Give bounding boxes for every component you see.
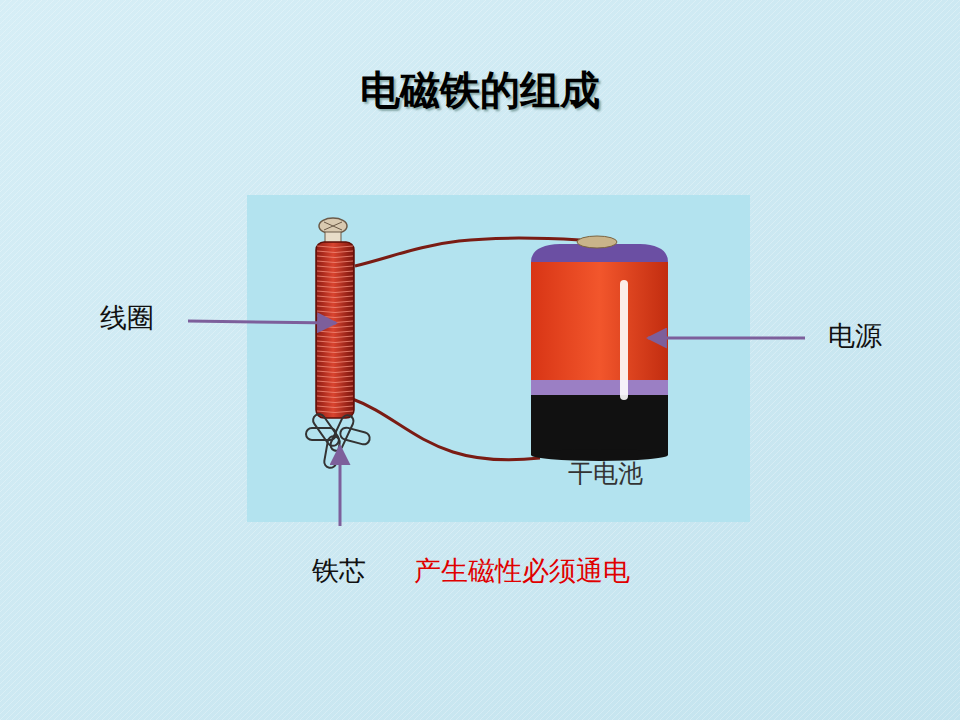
- coil-winding: [317, 296, 353, 298]
- coil-winding: [317, 286, 353, 288]
- coil-winding: [317, 316, 353, 318]
- coil-winding: [317, 271, 353, 273]
- coil-winding: [317, 276, 353, 278]
- part-label: 线圈: [100, 302, 154, 334]
- part-label: 铁芯: [312, 555, 366, 587]
- battery-body: [531, 262, 668, 380]
- note-text: 产生磁性必须通电: [414, 555, 630, 587]
- coil-winding: [317, 351, 353, 353]
- coil-winding: [317, 281, 353, 283]
- battery-terminal: [577, 236, 617, 248]
- leader-arrow: [648, 337, 805, 340]
- coil-winding: [317, 266, 353, 268]
- leader-arrow: [188, 321, 336, 323]
- battery-bottom: [531, 395, 668, 455]
- coil-winding: [317, 246, 353, 248]
- nail-head-mark: [324, 222, 342, 230]
- leader-arrow: [339, 446, 342, 526]
- coil: [316, 242, 354, 418]
- title: 电磁铁的组成: [0, 66, 960, 114]
- coil-winding: [317, 376, 353, 378]
- coil-winding: [317, 381, 353, 383]
- coil-winding: [317, 391, 353, 393]
- coil-winding: [317, 331, 353, 333]
- coil-winding: [317, 356, 353, 358]
- coil-winding: [317, 401, 353, 403]
- coil-winding: [317, 386, 353, 388]
- coil-winding: [317, 346, 353, 348]
- coil-winding: [317, 261, 353, 263]
- coil-winding: [317, 326, 353, 328]
- battery-label: 干电池: [568, 459, 643, 489]
- coil-winding: [317, 396, 353, 398]
- coil-winding: [317, 251, 353, 253]
- part-label: 电源: [828, 320, 882, 352]
- coil-winding: [317, 311, 353, 313]
- coil-winding: [317, 341, 353, 343]
- coil-windings: [317, 246, 353, 413]
- coil-winding: [317, 361, 353, 363]
- coil-winding: [317, 336, 353, 338]
- illustration-panel: [247, 195, 750, 522]
- coil-winding: [317, 291, 353, 293]
- coil-winding: [317, 406, 353, 408]
- coil-winding: [317, 366, 353, 368]
- battery-band: [531, 380, 668, 395]
- coil-winding: [317, 256, 353, 258]
- wire: [350, 398, 540, 460]
- coil-winding: [317, 371, 353, 373]
- coil-winding: [317, 301, 353, 303]
- coil-winding: [317, 411, 353, 413]
- coil-winding: [317, 306, 353, 308]
- battery-highlight: [620, 280, 628, 400]
